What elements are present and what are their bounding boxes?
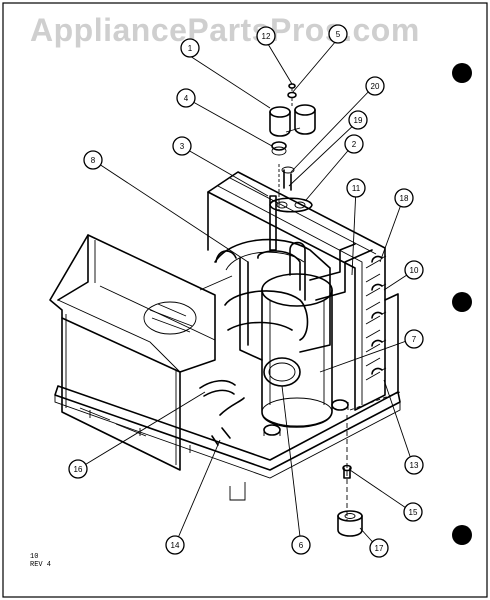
callout-number: 14: [171, 541, 180, 550]
callout-number: 3: [180, 142, 185, 151]
callout-circle: [348, 110, 368, 130]
callout-circle: [291, 535, 311, 555]
callout-number: 16: [74, 465, 83, 474]
part-callout-11[interactable]: 11: [346, 178, 366, 198]
callout-number: 1: [188, 44, 193, 53]
sheet-revision: REV 4: [30, 561, 52, 569]
part-callout-4[interactable]: 4: [176, 88, 196, 108]
callout-circle: [365, 76, 385, 96]
callout-number: 4: [184, 94, 189, 103]
callout-number: 7: [412, 335, 417, 344]
callout-number: 19: [354, 116, 363, 125]
callout-number: 13: [410, 461, 419, 470]
callout-circle: [403, 502, 423, 522]
callout-circle: [165, 535, 185, 555]
part-callout-18[interactable]: 18: [394, 188, 414, 208]
binder-hole-middle: [452, 292, 472, 312]
part-callout-16[interactable]: 16: [68, 459, 88, 479]
callout-circle: [328, 24, 348, 44]
callout-number: 15: [409, 508, 418, 517]
callout-number: 6: [299, 541, 304, 550]
callout-circle: [83, 150, 103, 170]
compressor: [261, 273, 349, 436]
terminal-cover: [263, 357, 301, 387]
callout-circle: [344, 134, 364, 154]
binder-hole-top: [452, 63, 472, 83]
callout-number: 2: [352, 140, 357, 149]
sheet-page-number: 10: [30, 553, 39, 561]
part-callout-14[interactable]: 14: [165, 535, 185, 555]
callout-number: 11: [352, 184, 361, 193]
mount-hardware: [337, 391, 401, 537]
watermark: AppliancePartsPros.com: [30, 12, 420, 48]
callout-circle: [172, 136, 192, 156]
callout-circle: [256, 26, 276, 46]
shroud: [214, 238, 331, 353]
callout-circle: [180, 38, 200, 58]
callout-circle: [404, 260, 424, 280]
part-callout-3[interactable]: 3: [172, 136, 192, 156]
callout-circle: [369, 538, 389, 558]
part-callout-8[interactable]: 8: [83, 150, 103, 170]
part-callout-15[interactable]: 15: [403, 502, 423, 522]
part-callout-7[interactable]: 7: [404, 329, 424, 349]
part-callout-19[interactable]: 19: [348, 110, 368, 130]
callout-number: 17: [375, 544, 384, 553]
callout-circle: [404, 329, 424, 349]
evaporator-housing: [49, 234, 216, 471]
sheet-code: 10 REV 4: [30, 553, 51, 569]
part-callout-13[interactable]: 13: [404, 455, 424, 475]
drain-parts: [199, 379, 245, 446]
part-callout-17[interactable]: 17: [369, 538, 389, 558]
callout-circle: [176, 88, 196, 108]
part-callout-12[interactable]: 12: [256, 26, 276, 46]
callout-number: 20: [371, 82, 380, 91]
part-callout-2[interactable]: 2: [344, 134, 364, 154]
refrigerant-tubing: [199, 195, 373, 361]
callout-circle: [394, 188, 414, 208]
callout-number: 8: [91, 156, 96, 165]
binder-hole-bottom: [452, 525, 472, 545]
callout-number: 18: [400, 194, 409, 203]
part-callout-20[interactable]: 20: [365, 76, 385, 96]
part-callouts: 1 12 5 4 20 19 3 2 8 11 18 10 7 13 16 15 14 6 17: [68, 24, 424, 558]
part-callout-5[interactable]: 5: [328, 24, 348, 44]
part-callout-1[interactable]: 1: [180, 38, 200, 58]
callout-circle: [68, 459, 88, 479]
part-callout-6[interactable]: 6: [291, 535, 311, 555]
callout-number: 12: [262, 32, 271, 41]
callout-number: 10: [410, 266, 419, 275]
callout-circle: [404, 455, 424, 475]
part-callout-10[interactable]: 10: [404, 260, 424, 280]
callout-number: 5: [336, 30, 341, 39]
callout-circle: [346, 178, 366, 198]
